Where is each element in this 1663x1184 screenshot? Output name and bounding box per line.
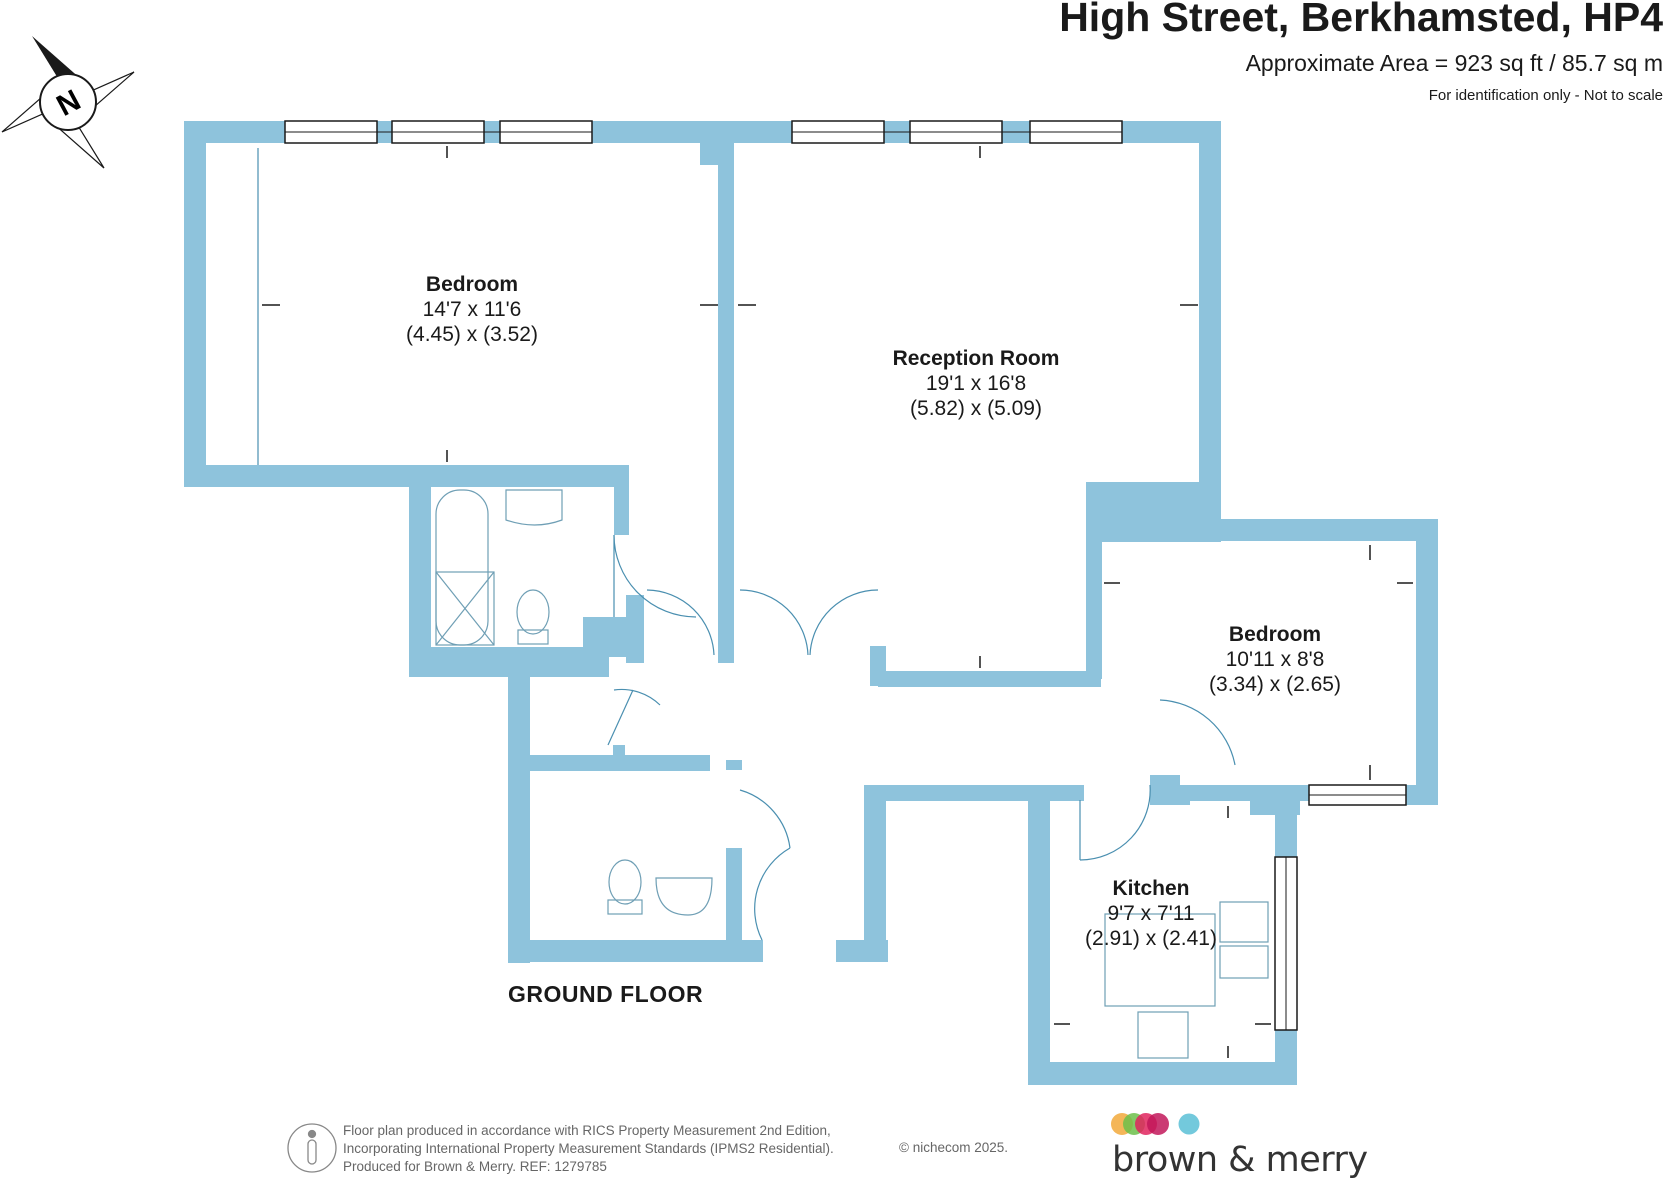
room-imperial: 19'1 x 16'8 <box>925 372 1027 395</box>
room-metric: (5.82) x (5.09) <box>910 397 1042 420</box>
brand-dots <box>1111 1113 1200 1135</box>
person-icon <box>287 1123 337 1173</box>
room-label-bedroom-1: Bedroom 14'7 x 11'6 (4.45) x (3.52) <box>406 272 538 347</box>
windows <box>284 120 1407 1031</box>
room-label-bedroom-2: Bedroom 10'11 x 8'8 (3.34) x (2.65) <box>1209 622 1341 697</box>
room-name: Bedroom <box>425 273 519 296</box>
room-metric: (4.45) x (3.52) <box>406 323 538 346</box>
brand-logo: brown & merry <box>1112 1140 1368 1180</box>
area-summary: Approximate Area = 923 sq ft / 85.7 sq m <box>1245 50 1663 76</box>
north-compass-icon <box>1 36 135 169</box>
footer-line-2: Incorporating International Property Mea… <box>343 1141 834 1156</box>
fixtures <box>435 489 1269 1059</box>
room-metric: (2.91) x (2.41) <box>1085 927 1217 950</box>
footer-line-1: Floor plan produced in accordance with R… <box>343 1123 831 1138</box>
footer-line-3: Produced for Brown & Merry. REF: 1279785 <box>343 1159 607 1174</box>
window-lines <box>285 131 1406 1030</box>
room-imperial: 9'7 x 7'11 <box>1107 902 1195 925</box>
room-name: Kitchen <box>1112 877 1190 900</box>
measurement-arrows <box>262 146 1413 1058</box>
room-label-kitchen: Kitchen 9'7 x 7'11 (2.91) x (2.41) <box>1085 876 1217 951</box>
page-title: High Street, Berkhamsted, HP4 <box>1059 0 1663 40</box>
room-label-reception: Reception Room 19'1 x 16'8 (5.82) x (5.0… <box>893 346 1060 421</box>
room-imperial: 14'7 x 11'6 <box>422 298 522 321</box>
room-name: Reception Room <box>892 347 1060 370</box>
room-name: Bedroom <box>1228 623 1322 646</box>
floor-label: GROUND FLOOR <box>508 981 704 1007</box>
walls <box>184 121 1438 1085</box>
room-imperial: 10'11 x 8'8 <box>1225 648 1325 671</box>
room-metric: (3.34) x (2.65) <box>1209 673 1341 696</box>
scale-note: For identification only - Not to scale <box>1428 87 1663 104</box>
copyright: © nichecom 2025. <box>899 1140 1009 1155</box>
door-swings <box>257 148 1236 941</box>
footer-note: Floor plan produced in accordance with R… <box>343 1122 834 1176</box>
